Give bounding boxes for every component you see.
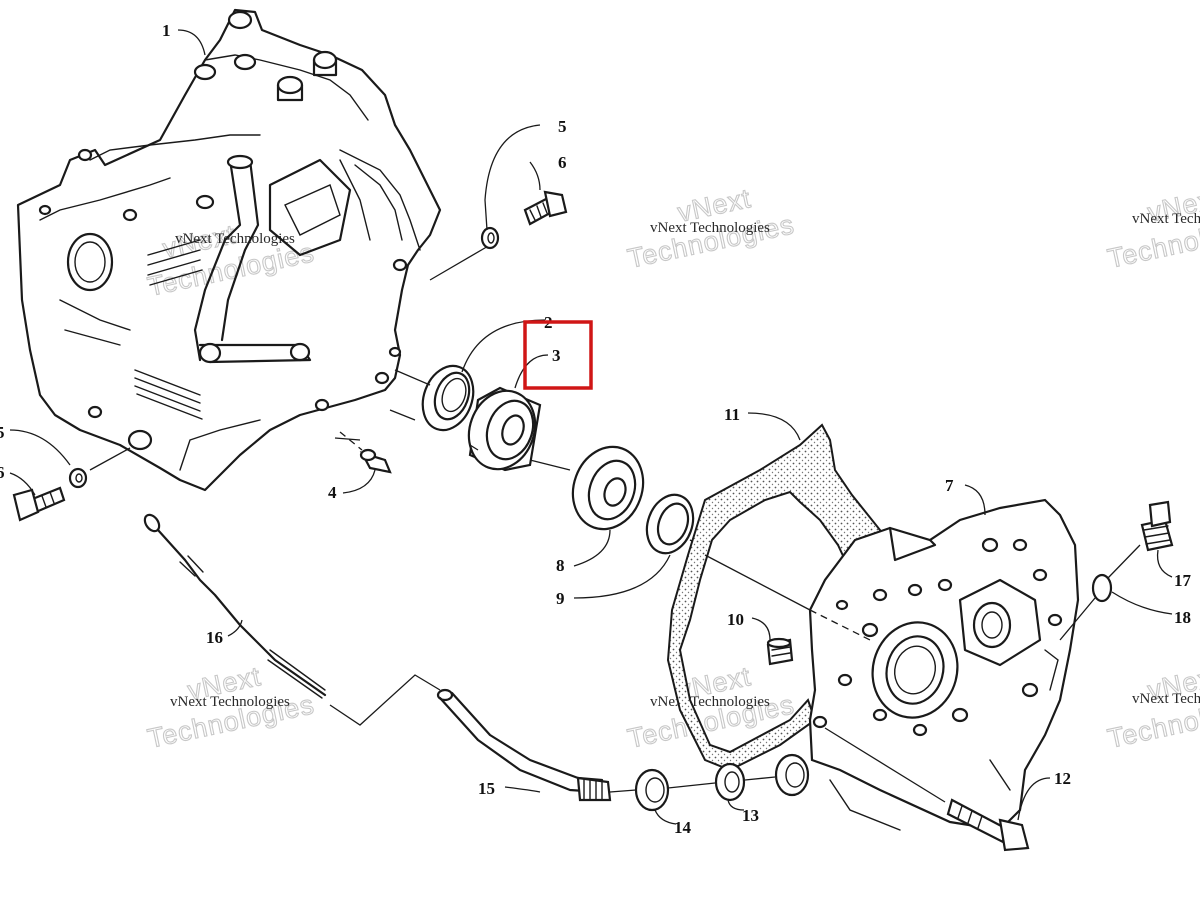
dipstick-tube-part-15[interactable]	[436, 688, 612, 802]
bearing-part-8[interactable]	[562, 437, 655, 539]
bearing-part-3[interactable]	[458, 381, 546, 478]
callout-6-left: 6	[0, 463, 5, 482]
watermark-small-2: vNext Technologies	[650, 220, 770, 236]
nut-part-14[interactable]	[634, 768, 670, 812]
bolt-part-6-top[interactable]	[523, 190, 568, 226]
washer-part-5-left[interactable]	[68, 467, 88, 489]
watermark-small-5: vNext Technologies	[650, 694, 770, 710]
dowel-pin-part-4[interactable]	[334, 409, 416, 474]
callout-leaders	[9, 29, 1173, 825]
oil-seal-part-13[interactable]	[714, 762, 746, 802]
watermark-small-1: vNext Technologies	[175, 231, 295, 247]
callout-5-top: 5	[558, 117, 567, 136]
callout-9: 9	[556, 589, 565, 608]
collar-boss	[774, 753, 810, 797]
bolt-part-12[interactable]	[946, 798, 1030, 852]
watermark-small-4: vNext Technologies	[170, 694, 290, 710]
callout-7: 7	[945, 476, 954, 495]
alignment-line-cover	[704, 554, 811, 611]
alignment-line-a	[394, 369, 701, 546]
callout-16: 16	[206, 628, 223, 647]
oil-seal-part-9[interactable]	[639, 488, 701, 559]
callout-11: 11	[724, 405, 740, 424]
alignment-line-bolt-12	[824, 727, 946, 803]
drain-plug-part-17[interactable]	[1140, 500, 1174, 552]
highlight-box-callout-3	[523, 320, 593, 390]
watermark-small-3: vNext Technologies	[1132, 211, 1200, 227]
callout-5-left: 5	[0, 423, 5, 442]
callout-1: 1	[162, 21, 171, 40]
callout-14: 14	[674, 818, 692, 837]
oil-seal-part-2[interactable]	[414, 359, 482, 437]
crankcase-cover-part-7[interactable]	[808, 498, 1080, 832]
callout-4: 4	[328, 483, 337, 502]
alignment-line-bottom	[609, 776, 776, 793]
callout-17: 17	[1174, 571, 1192, 590]
bolt-part-6-left[interactable]	[12, 486, 66, 522]
callout-3: 3	[552, 346, 561, 365]
callout-18: 18	[1174, 608, 1191, 627]
o-ring-part-18[interactable]	[1091, 573, 1113, 603]
alignment-line-c	[89, 447, 131, 471]
dipstick-part-16[interactable]	[142, 512, 327, 699]
gasket-part-11[interactable]	[666, 423, 887, 772]
alignment-line-b	[429, 244, 491, 281]
dowel-pin-part-10[interactable]	[766, 637, 794, 666]
callout-6-top: 6	[558, 153, 567, 172]
watermark-small-6: vNext Technologies	[1132, 691, 1200, 707]
callout-8: 8	[556, 556, 565, 575]
washer-part-5-top[interactable]	[480, 226, 500, 250]
callout-10: 10	[727, 610, 744, 629]
dipstick-guide-line	[329, 674, 441, 726]
callout-12: 12	[1054, 769, 1071, 788]
alignment-line-plug	[1059, 544, 1141, 641]
callout-15: 15	[478, 779, 495, 798]
crankcase-left-part-1[interactable]	[16, 8, 442, 492]
callout-13: 13	[742, 806, 759, 825]
